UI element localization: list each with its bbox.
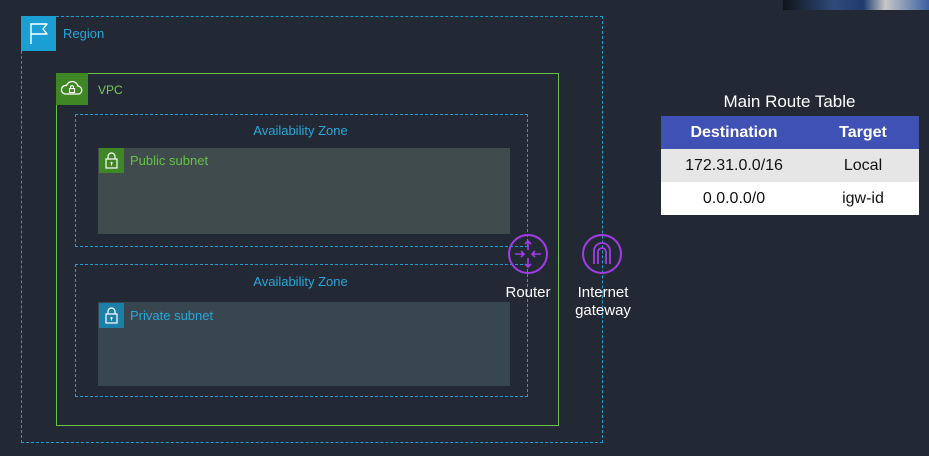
presenter-video-thumbnail (783, 0, 929, 10)
cloud-lock-icon (56, 73, 88, 105)
route-table: Destination Target 172.31.0.0/16 Local 0… (661, 116, 919, 215)
availability-zone-1-label: Availability Zone (253, 123, 348, 138)
route-target-cell: Local (807, 149, 919, 182)
table-row: 0.0.0.0/0 igw-id (661, 182, 919, 215)
lock-icon (99, 303, 124, 328)
private-subnet-label: Private subnet (130, 308, 214, 323)
public-subnet-label: Public subnet (130, 153, 209, 168)
router-label: Router (505, 284, 551, 301)
vpc-boundary (56, 73, 559, 426)
availability-zone-2-label: Availability Zone (253, 274, 348, 289)
region-boundary (21, 16, 603, 443)
private-subnet (98, 302, 510, 386)
internet-gateway-icon (581, 233, 623, 275)
vpc-label: VPC (98, 83, 123, 97)
table-row: 172.31.0.0/16 Local (661, 149, 919, 182)
route-target-cell: igw-id (807, 182, 919, 215)
internet-gateway-label: Internet gateway (562, 284, 644, 320)
availability-zone-1-boundary (75, 114, 528, 247)
public-subnet (98, 148, 510, 234)
route-table-title: Main Route Table (723, 92, 856, 111)
route-table-header-destination: Destination (661, 116, 807, 149)
route-table-header-row: Destination Target (661, 116, 919, 149)
flag-icon (21, 16, 56, 51)
lock-icon (99, 148, 124, 173)
route-destination-cell: 0.0.0.0/0 (661, 182, 807, 215)
route-destination-cell: 172.31.0.0/16 (661, 149, 807, 182)
availability-zone-2-boundary (75, 264, 528, 397)
internet-gateway-label-line1: Internet (577, 284, 629, 301)
router-icon (507, 233, 549, 275)
internet-gateway-label-line2: gateway (575, 302, 631, 319)
route-table-header-target: Target (807, 116, 919, 149)
region-label: Region (63, 26, 105, 41)
